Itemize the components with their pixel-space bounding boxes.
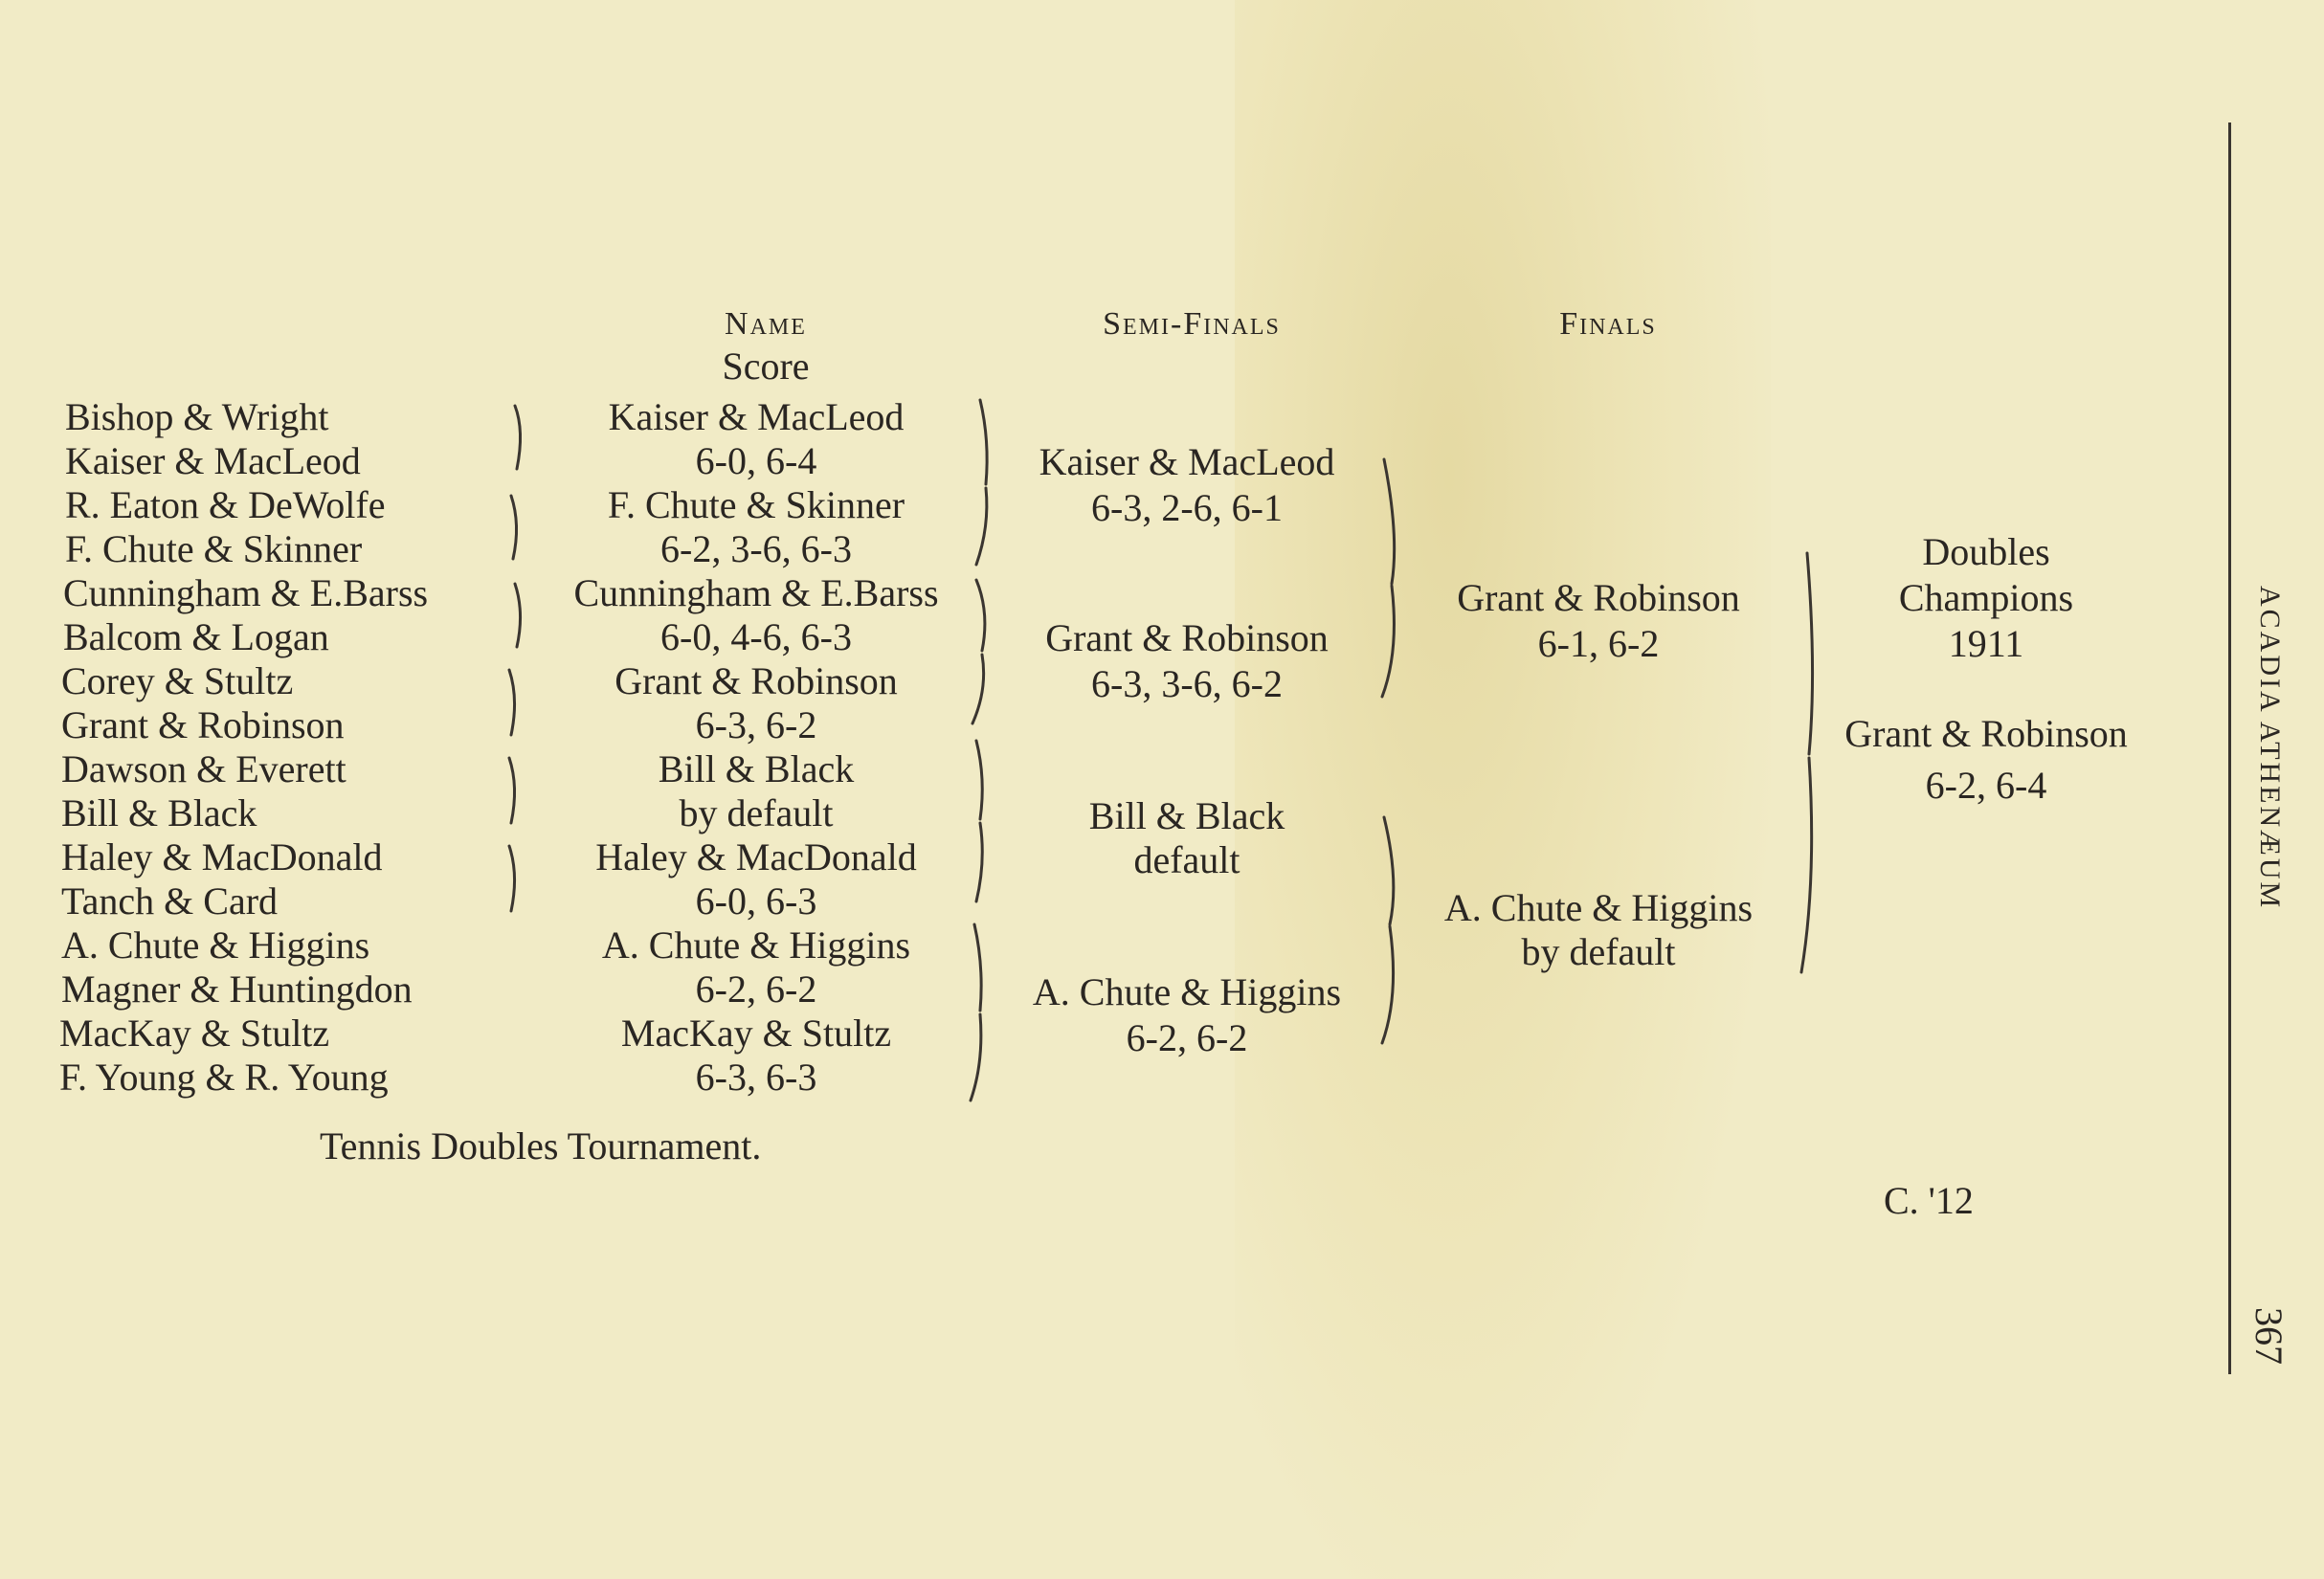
header-semi-finals: Semi-Finals [1103,306,1281,342]
brace-r2 [974,486,989,567]
semi-score: 6-3, 2-6, 6-1 [1091,486,1283,529]
brace-r1 [507,668,517,737]
entrant: R. Eaton & DeWolfe [65,483,386,526]
entrant: F. Chute & Skinner [65,527,363,570]
entrant: Bishop & Wright [65,395,329,438]
round2-score: 6-0, 4-6, 6-3 [660,615,852,658]
brace-r2 [978,398,989,486]
round2-score: 6-3, 6-2 [695,703,817,746]
champions-line1: Doubles [1922,530,2050,573]
round2-team: Cunningham & E.Barss [573,571,939,614]
entrant: Kaiser & MacLeod [65,439,361,482]
entrant: Haley & MacDonald [61,835,383,878]
entrant: Balcom & Logan [63,615,329,658]
semi-score: default [1133,838,1240,881]
header-score: Score [722,345,810,388]
round2-team: Haley & MacDonald [595,835,917,878]
round2-score: 6-0, 6-4 [695,439,817,482]
margin-rule [2228,122,2231,1374]
brace-final [1799,756,1814,974]
semi-score: 6-2, 6-2 [1126,1016,1248,1059]
final-team: A. Chute & Higgins [1443,886,1754,929]
round2-score: 6-0, 6-3 [695,879,817,923]
entrant: Bill & Black [61,791,257,834]
semi-team: Bill & Black [1088,794,1285,837]
entrant: Corey & Stultz [61,659,294,702]
champions-team: Grant & Robinson [1844,712,2128,755]
semi-team: Kaiser & MacLeod [1039,440,1335,483]
brace-r2 [974,821,984,903]
round2-score: by default [679,791,834,834]
final-score: 6-1, 6-2 [1537,622,1660,665]
brace-r2 [974,739,984,821]
entrant: Dawson & Everett [61,747,346,790]
brace-r1 [509,494,519,561]
brace-semi [1382,815,1396,926]
brace-final [1805,551,1815,756]
champions-score: 6-2, 6-4 [1925,764,2047,807]
brace-r2 [971,653,986,725]
round2-team: Grant & Robinson [615,659,898,702]
brace-r2 [972,923,983,1012]
brace-r2 [974,578,987,653]
round2-team: MacKay & Stultz [620,1012,892,1055]
brace-r1 [513,404,523,471]
caption: Tennis Doubles Tournament. [320,1124,762,1168]
round2-team: A. Chute & Higgins [601,923,911,967]
header-name: Name [725,306,807,342]
brace-semi [1382,457,1397,586]
champions-line2: Champions [1898,576,2074,619]
round2-team: Bill & Black [658,747,855,790]
entrant: Cunningham & E.Barss [63,571,429,614]
champions-year: 1911 [1948,622,2024,665]
brace-r1 [507,756,517,825]
signature: C. '12 [1884,1179,1974,1222]
round2-score: 6-3, 6-3 [695,1056,817,1099]
brace-r1 [513,582,523,649]
brace-r2 [969,1012,983,1102]
entrant: Grant & Robinson [61,703,345,746]
final-score: by default [1521,930,1676,973]
semi-score: 6-3, 3-6, 6-2 [1091,662,1283,705]
entrant: F. Young & R. Young [59,1056,389,1099]
header-finals: Finals [1559,306,1657,342]
entrant: Tanch & Card [61,879,279,923]
entrant: A. Chute & Higgins [61,923,370,967]
final-team: Grant & Robinson [1457,576,1740,619]
round2-team: F. Chute & Skinner [607,483,905,526]
round2-score: 6-2, 3-6, 6-3 [660,527,852,570]
brace-semi [1380,584,1396,699]
semi-team: Grant & Robinson [1045,616,1329,659]
brace-r1 [507,844,517,913]
round2-team: Kaiser & MacLeod [608,395,905,438]
round2-score: 6-2, 6-2 [695,967,817,1011]
entrant: MacKay & Stultz [59,1012,330,1055]
semi-team: A. Chute & Higgins [1032,970,1342,1013]
entrant: Magner & Huntingdon [61,967,413,1011]
brace-semi [1380,924,1396,1045]
